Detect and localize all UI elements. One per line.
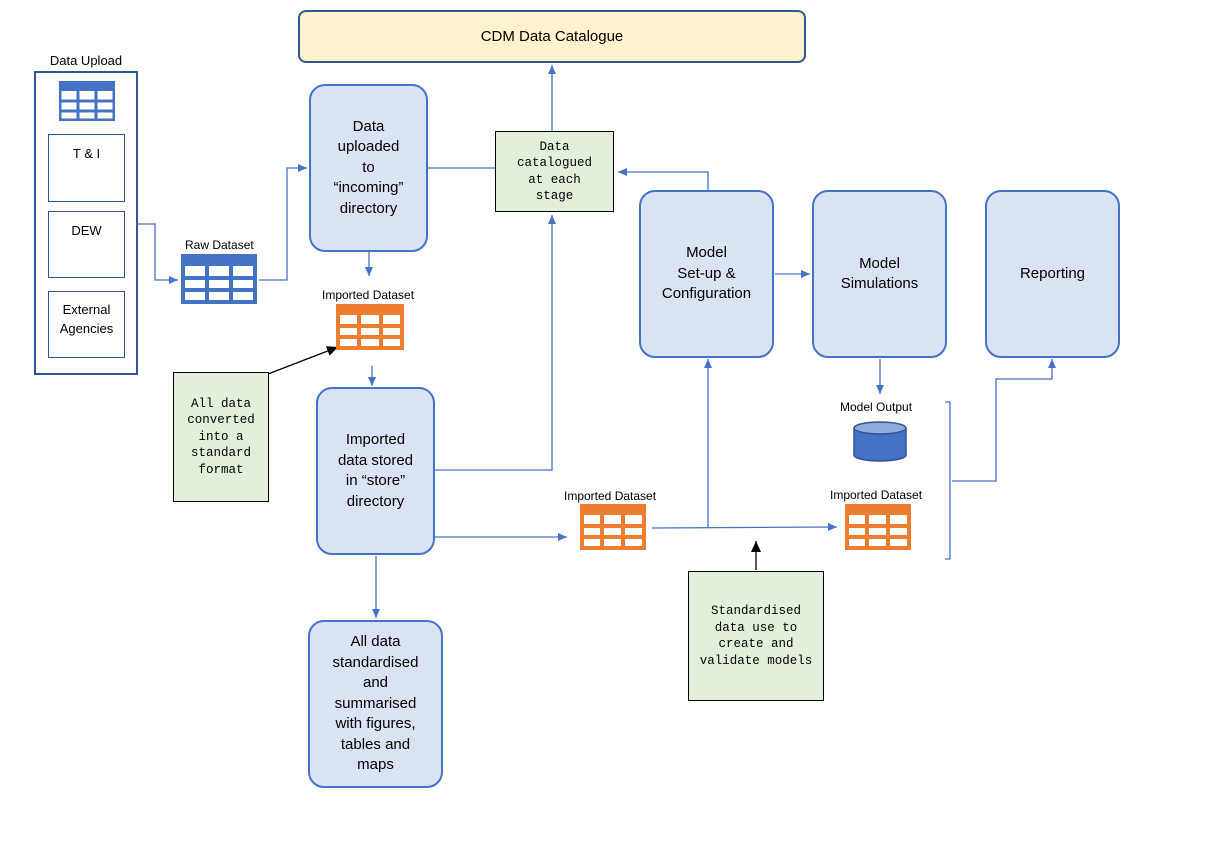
note-data-converted: All data converted into a standard forma… bbox=[173, 372, 269, 502]
arrow-setup-to-catalogued bbox=[618, 168, 709, 190]
upload-item-external-agencies: External Agencies bbox=[48, 291, 125, 358]
data-upload-title: Data Upload bbox=[49, 53, 123, 68]
box-line: All data bbox=[350, 633, 401, 651]
box-line: uploaded bbox=[337, 138, 400, 156]
arrow-bracket-to-reporting bbox=[952, 359, 1056, 482]
arrow-note-to-imported1 bbox=[267, 346, 339, 375]
note-line: Standardised bbox=[710, 604, 801, 618]
note-line: format bbox=[198, 462, 244, 477]
box-line: Configuration bbox=[661, 285, 752, 303]
output-bracket bbox=[945, 401, 951, 560]
upload-item-label: DEW bbox=[71, 223, 102, 238]
box-line: directory bbox=[346, 492, 405, 510]
arrow-raw-to-incoming bbox=[259, 164, 307, 281]
model-output-database-icon bbox=[853, 421, 907, 462]
imported-dataset-table-icon-2 bbox=[580, 504, 646, 550]
box-line: summarised bbox=[334, 694, 417, 712]
box-line: Imported bbox=[345, 431, 406, 448]
note-line: standard bbox=[190, 446, 251, 461]
box-model-setup: Model Set-up & Configuration bbox=[639, 190, 774, 358]
note-data-catalogued: Data catalogued at each stage bbox=[495, 131, 614, 212]
note-line: All data bbox=[190, 396, 251, 411]
box-line: Model bbox=[686, 244, 727, 262]
box-line: Simulations bbox=[840, 275, 919, 292]
note-line: create and bbox=[718, 637, 794, 651]
box-line: to bbox=[362, 158, 375, 176]
box-line: data stored bbox=[337, 451, 414, 469]
box-line: Model bbox=[859, 254, 900, 272]
note-line: converted bbox=[187, 413, 255, 428]
upload-item-t-and-i: T & I bbox=[48, 134, 125, 202]
imported-dataset-table-icon-3 bbox=[845, 504, 911, 550]
note-standardised-data: Standardised data use to create and vali… bbox=[688, 571, 824, 701]
box-line: in “store” bbox=[345, 472, 406, 489]
upload-item-label: External Agencies bbox=[59, 302, 114, 336]
imported-dataset-table-icon-1 bbox=[336, 304, 404, 350]
note-line: into a bbox=[198, 429, 244, 444]
box-line: with figures, bbox=[335, 715, 416, 733]
arrow-imported2-to-imported3 bbox=[651, 523, 838, 532]
note-line: validate models bbox=[699, 653, 813, 668]
note-line: stage bbox=[535, 189, 574, 203]
note-line: at each bbox=[528, 172, 581, 187]
box-line: directory bbox=[339, 199, 398, 217]
note-line: data use to bbox=[714, 620, 798, 635]
model-output-label: Model Output bbox=[840, 400, 913, 414]
upload-item-label: T & I bbox=[72, 146, 101, 161]
box-line: standardised bbox=[332, 653, 419, 671]
box-line: Set-up & bbox=[677, 264, 736, 282]
raw-dataset-table-icon bbox=[181, 254, 257, 304]
data-upload-table-icon bbox=[59, 81, 115, 121]
arrow-upload-to-raw bbox=[137, 223, 178, 284]
imported-dataset-label-2: Imported Dataset bbox=[564, 489, 657, 503]
arrow-store-to-catalogued bbox=[435, 215, 556, 471]
box-line: tables and bbox=[340, 735, 411, 753]
box-line: “incoming” bbox=[333, 179, 404, 197]
note-line: catalogued bbox=[516, 156, 592, 170]
raw-dataset-label: Raw Dataset bbox=[185, 238, 254, 252]
box-line: Reporting bbox=[1019, 264, 1086, 282]
box-model-simulations: Model Simulations bbox=[812, 190, 947, 358]
box-data-uploaded-incoming: Data uploaded to “incoming” directory bbox=[309, 84, 428, 252]
box-all-data-summarised: All data standardised and summarised wit… bbox=[308, 620, 443, 788]
box-line: and bbox=[362, 674, 389, 692]
box-reporting: Reporting bbox=[985, 190, 1120, 358]
data-upload-panel bbox=[34, 71, 138, 375]
box-line: Data bbox=[352, 117, 385, 135]
cdm-data-catalogue: CDM Data Catalogue bbox=[298, 10, 806, 63]
imported-dataset-label-1: Imported Dataset bbox=[322, 288, 415, 302]
box-imported-data-store: Imported data stored in “store” director… bbox=[316, 387, 435, 555]
upload-item-dew: DEW bbox=[48, 211, 125, 278]
box-line: maps bbox=[357, 756, 394, 774]
imported-dataset-label-3: Imported Dataset bbox=[830, 488, 923, 502]
note-line: Data bbox=[539, 139, 570, 154]
catalogue-label: CDM Data Catalogue bbox=[480, 28, 624, 45]
